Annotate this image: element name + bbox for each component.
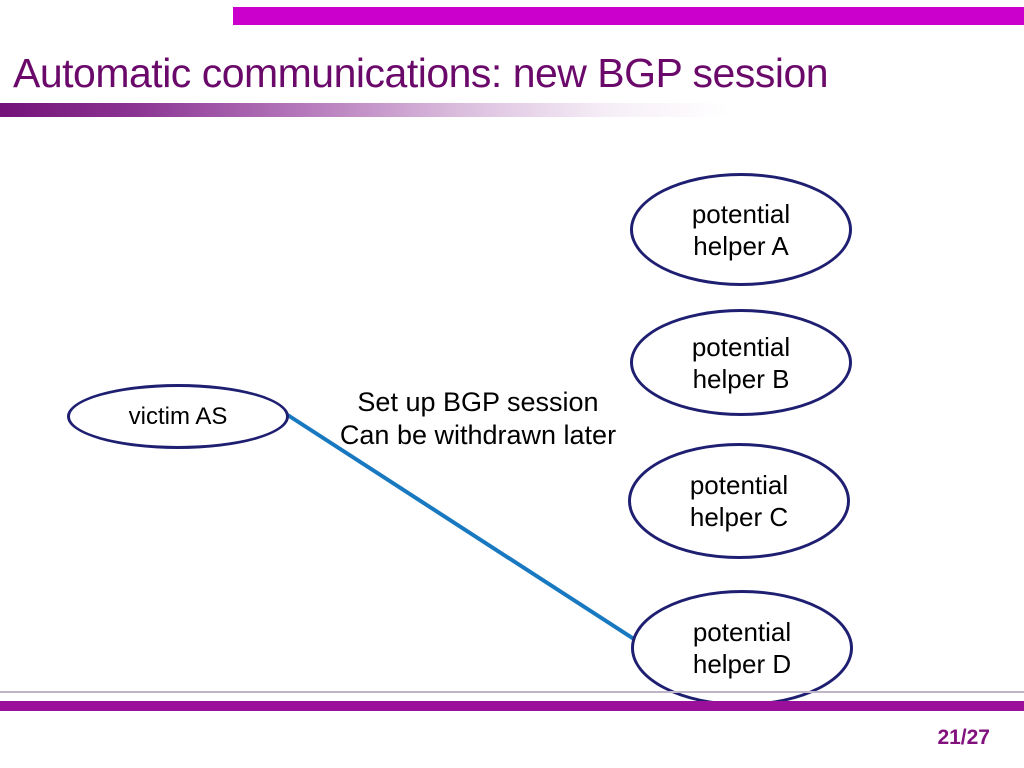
footer-bar: [0, 701, 1024, 711]
title-underline-gradient: [0, 103, 935, 117]
node-helper-b-label-bottom: helper B: [692, 363, 790, 394]
node-helper-d-label-top: potential: [692, 617, 792, 647]
node-helper-c-label-top: potential: [689, 470, 789, 500]
node-helper-c-label-bottom: helper C: [689, 502, 789, 532]
footer-thin-line: [0, 691, 1024, 693]
node-helper-b-label-top: potential: [691, 331, 791, 362]
node-helper-a: potential helper A: [630, 173, 852, 286]
connection-annotation: Set up BGP session Can be withdrawn late…: [328, 386, 628, 452]
page-number: 21/27: [937, 726, 990, 749]
slide-title: Automatic communications: new BGP sessio…: [13, 50, 829, 96]
node-helper-a-label-top: potential: [691, 198, 791, 229]
node-helper-b: potential helper B: [630, 309, 852, 416]
node-victim-as: victim AS: [67, 384, 289, 449]
node-helper-a-label-bottom: helper A: [693, 230, 789, 261]
top-accent-bar: [233, 7, 1024, 25]
node-helper-d-label-bottom: helper D: [692, 649, 792, 679]
annotation-line-2: Can be withdrawn later: [339, 420, 617, 450]
node-helper-d: potential helper D: [631, 590, 853, 706]
annotation-line-1: Set up BGP session: [357, 387, 599, 417]
node-victim-as-label: victim AS: [128, 402, 228, 430]
node-helper-c: potential helper C: [628, 443, 850, 559]
